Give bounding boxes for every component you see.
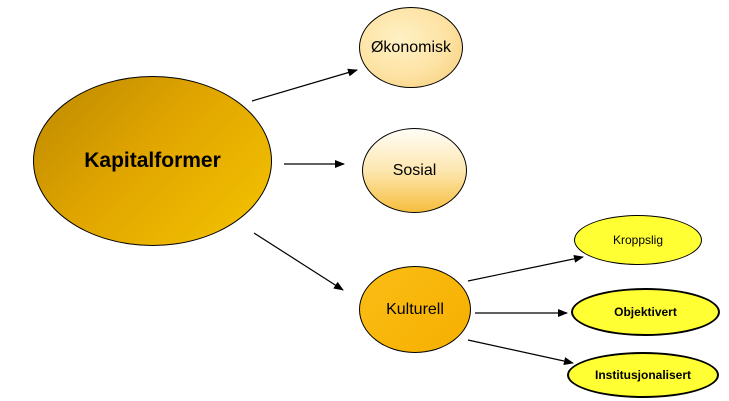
node-okonomisk: Økonomisk	[359, 7, 463, 88]
node-kulturell-label: Kulturell	[386, 300, 444, 318]
arrow-to-kulturell	[253, 232, 344, 291]
arrow-to-kroppslig	[467, 254, 584, 282]
node-okonomisk-label: Økonomisk	[370, 38, 452, 56]
node-sosial: Sosial	[362, 128, 467, 213]
node-kroppslig-label: Kroppslig	[612, 233, 664, 247]
node-sosial-label: Sosial	[392, 161, 437, 179]
arrow-to-institusjonalisert	[467, 339, 574, 365]
arrow-to-okonomisk	[251, 68, 358, 102]
node-institusjonalisert-label: Institusjonalisert	[594, 368, 692, 382]
node-institusjonalisert: Institusjonalisert	[567, 352, 719, 398]
node-objektivert-label: Objektivert	[614, 305, 677, 319]
center-node-label: Kapitalformer	[84, 149, 221, 172]
node-objektivert: Objektivert	[571, 288, 720, 336]
center-node-kapitalformer: Kapitalformer	[33, 76, 272, 246]
node-kroppslig: Kroppslig	[574, 215, 702, 265]
node-kulturell: Kulturell	[359, 266, 471, 353]
